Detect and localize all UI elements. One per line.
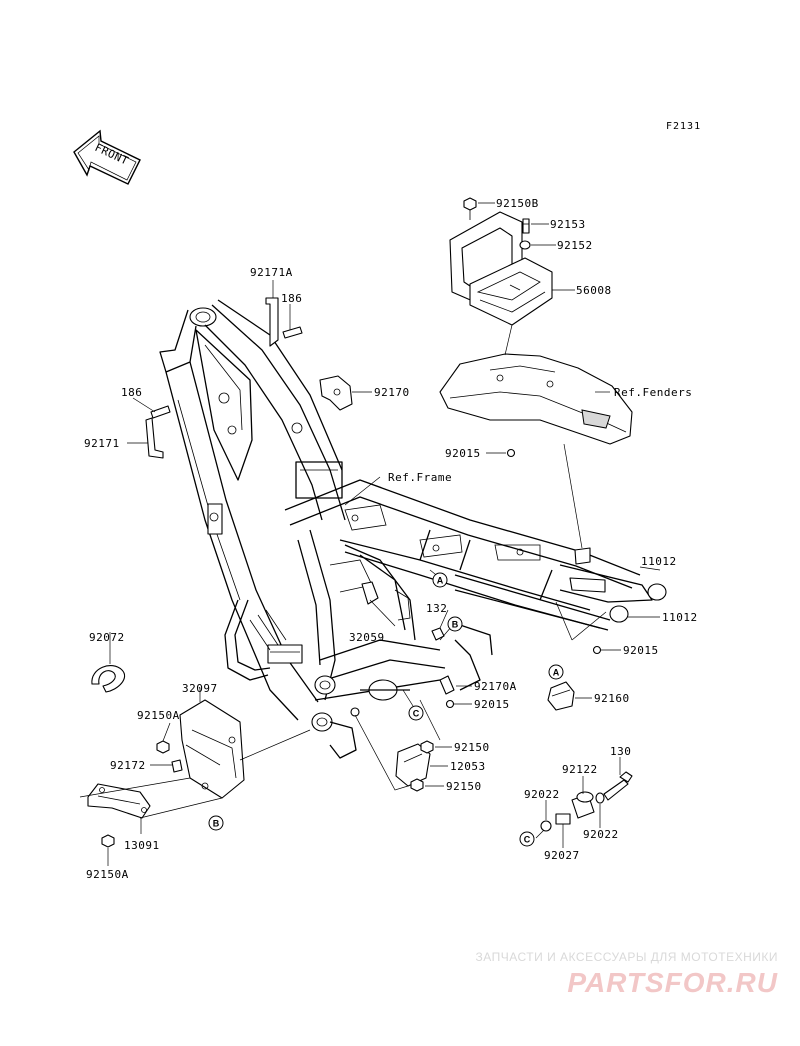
svg-text:C: C	[524, 835, 531, 845]
rear-fender-ref	[439, 353, 633, 445]
label-186-left: 186	[121, 386, 142, 399]
part-number-labels: 92150B 92153 92152 56008 92171A 186 9217…	[84, 197, 698, 881]
battery-case-56008	[449, 211, 553, 326]
bracket-92171	[145, 417, 164, 459]
label-132: 132	[426, 602, 447, 615]
collar-92027	[555, 813, 571, 825]
label-92150A-top: 92150A	[137, 709, 180, 722]
figure-code: F2131	[666, 121, 701, 132]
label-92150-a: 92150	[454, 741, 490, 754]
label-92171: 92171	[84, 437, 120, 450]
nut-92015-mid	[592, 645, 602, 655]
washer-92152	[519, 240, 531, 250]
callout-b-part: B	[208, 815, 224, 831]
damper-92160	[547, 681, 575, 711]
svg-text:A: A	[553, 668, 560, 678]
label-11012-b: 11012	[662, 611, 698, 624]
label-92153: 92153	[550, 218, 586, 231]
bolt-92150B	[463, 197, 477, 220]
label-92160: 92160	[594, 692, 630, 705]
screw-92172	[171, 759, 183, 773]
label-92022-a: 92022	[524, 788, 560, 801]
label-32059: 32059	[349, 631, 385, 644]
watermark-tagline: ЗАПЧАСТИ И АКСЕССУАРЫ ДЛЯ МОТОТЕХНИКИ	[476, 950, 778, 964]
callout-a-part: A	[548, 664, 564, 680]
clamp-92170A	[439, 675, 455, 695]
bolt-92150A-bottom	[101, 834, 115, 848]
label-92172: 92172	[110, 759, 146, 772]
bolt-92150-b	[410, 778, 424, 792]
label-92027: 92027	[544, 849, 580, 862]
label-56008: 56008	[576, 284, 612, 297]
bolt-92153	[522, 218, 530, 234]
clamp-92170	[319, 375, 353, 411]
watermark-logo: PARTSFOR.RU	[567, 967, 778, 998]
collar-92122	[571, 791, 595, 819]
leader-lines	[79, 202, 661, 866]
nut-92015-low	[445, 699, 455, 709]
label-92015-top: 92015	[445, 447, 481, 460]
label-92015-mid: 92015	[623, 644, 659, 657]
label-32097: 32097	[182, 682, 218, 695]
label-92015-low: 92015	[474, 698, 510, 711]
label-92072: 92072	[89, 631, 125, 644]
bolt-186-top	[282, 326, 303, 339]
bolt-130	[603, 771, 633, 801]
label-92152: 92152	[557, 239, 593, 252]
label-11012-a: 11012	[641, 555, 677, 568]
watermark: ЗАПЧАСТИ И АКСЕССУАРЫ ДЛЯ МОТОТЕХНИКИ PA…	[476, 950, 778, 998]
svg-text:A: A	[437, 576, 444, 586]
bolt-92150-a	[420, 740, 434, 754]
ref-frame-label: Ref.Frame	[388, 471, 452, 484]
label-92122: 92122	[562, 763, 598, 776]
label-92150A-bottom: 92150A	[86, 868, 129, 881]
label-92150-b: 92150	[446, 780, 482, 793]
ref-fenders-label: Ref.Fenders	[614, 386, 692, 399]
svg-text:B: B	[452, 620, 459, 630]
callout-c-part: C	[519, 831, 535, 847]
svg-text:C: C	[413, 709, 420, 719]
callout-b-frame: B	[447, 616, 463, 632]
washer-92022-b	[595, 792, 605, 804]
svg-text:B: B	[213, 819, 220, 829]
clip-132	[431, 627, 445, 641]
bolt-186-left	[150, 405, 171, 419]
label-92170: 92170	[374, 386, 410, 399]
plate-13091	[87, 783, 151, 819]
label-92171A: 92171A	[250, 266, 293, 279]
label-92022-b: 92022	[583, 828, 619, 841]
label-92170A: 92170A	[474, 680, 517, 693]
callout-a-frame: A	[432, 572, 448, 588]
bolt-92150A-top	[156, 740, 170, 754]
label-13091: 13091	[124, 839, 160, 852]
main-frame	[159, 299, 667, 759]
bracket-92171A	[265, 297, 279, 347]
label-12053: 12053	[450, 760, 486, 773]
callout-c-frame: C	[408, 705, 424, 721]
nut-92015-top	[506, 448, 516, 458]
label-130: 130	[610, 745, 631, 758]
label-92150B: 92150B	[496, 197, 539, 210]
washer-92022-a	[540, 820, 552, 832]
cover-32097	[179, 699, 245, 799]
bracket-32059	[361, 581, 379, 605]
label-186-top: 186	[281, 292, 302, 305]
band-92072	[91, 665, 126, 693]
guide-12053	[395, 743, 431, 787]
front-arrow-icon: FRONT	[73, 129, 141, 185]
